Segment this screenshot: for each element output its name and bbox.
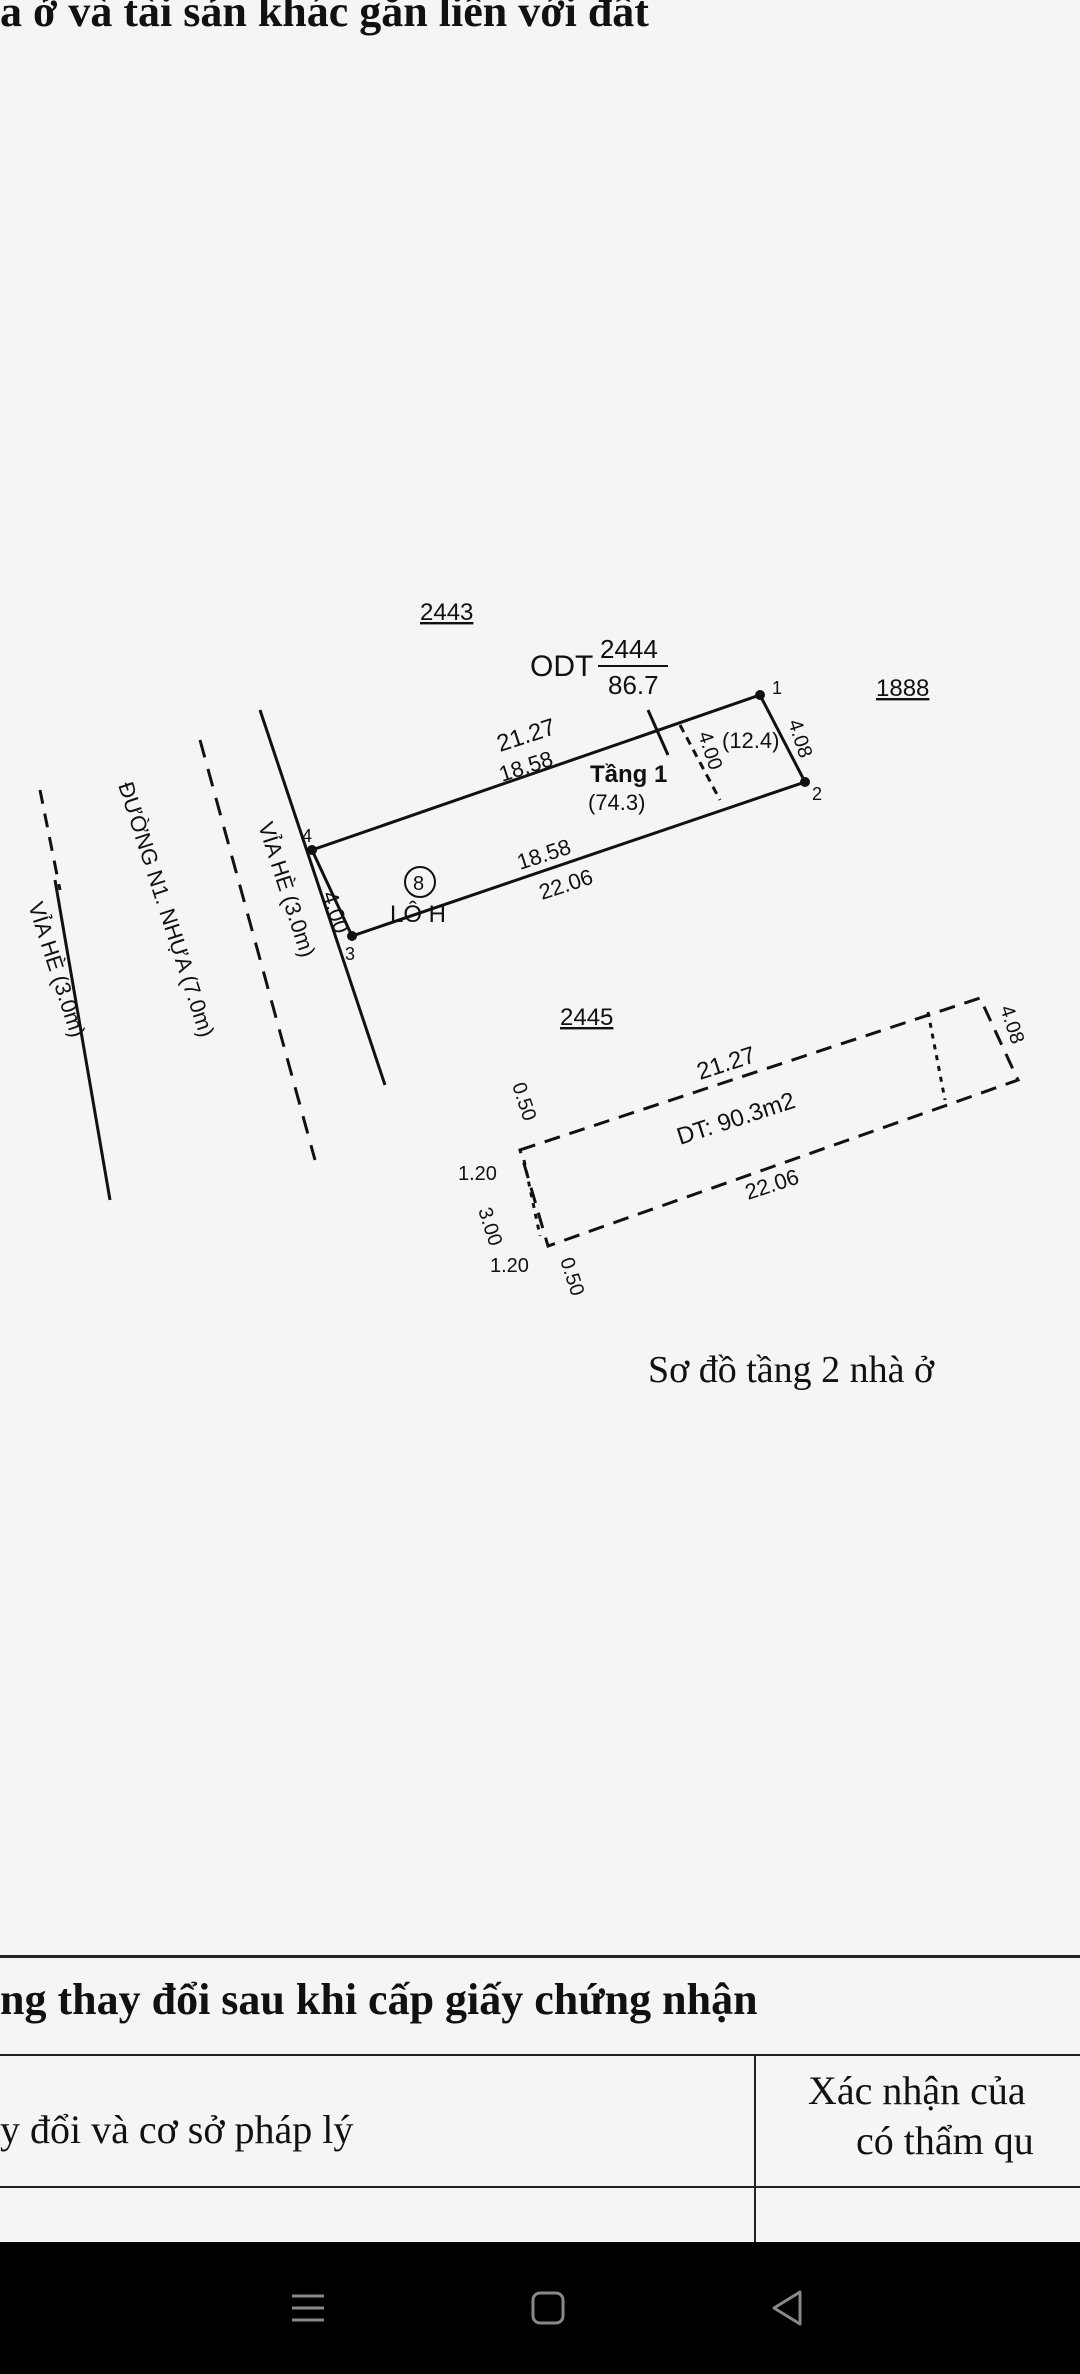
dim-left: 4.00 — [317, 888, 354, 936]
floor2-offset-3: 0.50 — [507, 1080, 540, 1124]
changes-table: ng thay đổi sau khi cấp giấy chứng nhận … — [0, 1955, 1080, 2242]
corner-point-1 — [755, 690, 765, 700]
sidewalk-left-label: VỈA HÈ (3.0m) — [23, 899, 90, 1040]
dim-right: 4.08 — [783, 717, 816, 761]
table-col-right-header: Xác nhận của có thẩm qu — [808, 2068, 1034, 2163]
corner-point-3 — [347, 931, 357, 941]
point-3-label: 3 — [345, 944, 355, 964]
lot-number-circle — [404, 866, 436, 898]
odt-label: ODT — [530, 650, 593, 683]
table-title: ng thay đổi sau khi cấp giấy chứng nhận — [0, 1975, 758, 2024]
lot-number: 8 — [413, 873, 424, 895]
odt-number: 2444 — [600, 634, 658, 664]
header-text: a ở và tài sản khác gắn liền với đất — [0, 0, 649, 36]
floor2-left-dim: 3.00 — [473, 1205, 506, 1249]
system-nav-bar — [0, 2242, 1080, 2374]
floor2-offset-4: 0.50 — [555, 1255, 588, 1299]
extra-area: (12.4) — [722, 728, 779, 753]
floor1-area: (74.3) — [588, 790, 645, 815]
road-name-label: ĐƯỜNG N1. NHỰA (7.0m) — [113, 779, 219, 1040]
floor2-offset-1: 1.20 — [458, 1163, 497, 1185]
parcel-2445-label: 2445 — [560, 1004, 613, 1031]
floor2-area: DT: 90.3m2 — [674, 1087, 799, 1151]
point-4-label: 4 — [302, 826, 312, 846]
road-dash-center — [198, 739, 317, 1161]
floor2-top-dim: 21.27 — [694, 1041, 759, 1085]
point-2-label: 2 — [812, 784, 822, 804]
point-1-label: 1 — [772, 678, 782, 698]
floor2-left-dotted — [522, 1159, 542, 1237]
parcel-1888-label: 1888 — [876, 675, 929, 702]
parcel-2443-label: 2443 — [420, 599, 473, 626]
lot-label: LÔ H — [390, 900, 446, 928]
home-icon[interactable] — [518, 2278, 578, 2338]
floor2-offset-2: 1.20 — [490, 1255, 529, 1277]
table-col-left-header: y đổi và cơ sở pháp lý — [0, 2107, 354, 2152]
floor1-label: Tầng 1 — [590, 761, 667, 788]
menu-icon[interactable] — [278, 2278, 338, 2338]
floor2-outline — [518, 996, 1021, 1248]
sidewalk-dash-left — [38, 789, 62, 891]
dim-bottom-inner: 18.58 — [514, 834, 574, 875]
floor2-caption: Sơ đồ tầng 2 nhà ở — [648, 1349, 935, 1391]
inner-divider — [678, 724, 722, 801]
corner-point-4 — [307, 845, 317, 855]
odt-area: 86.7 — [608, 670, 659, 700]
corner-point-2 — [800, 777, 810, 787]
floor2-inner-line — [926, 1011, 947, 1101]
site-plan: 2443 ODT 2444 86.7 1888 2445 1 2 3 4 21.… — [23, 599, 1028, 1299]
road-edge-line — [53, 879, 112, 1201]
back-icon[interactable] — [758, 2278, 818, 2338]
sidewalk-edge-right — [258, 709, 387, 1086]
odt-leader — [646, 709, 670, 756]
floor2-bottom-dim: 22.06 — [742, 1164, 802, 1205]
document-page: a ở và tài sản khác gắn liền với đất — [0, 0, 1080, 2242]
